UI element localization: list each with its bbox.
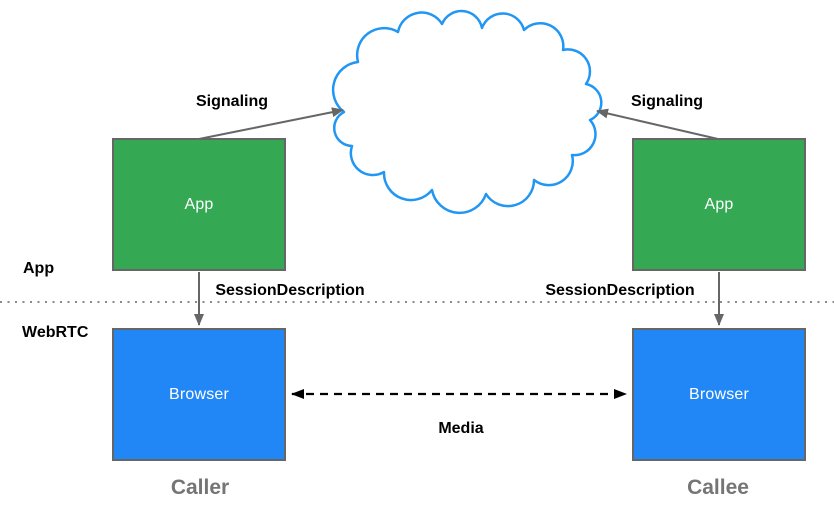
media-label: Media (438, 420, 484, 437)
caller-browser-box-label: Browser (168, 385, 230, 403)
signaling-arrow-left (198, 107, 344, 140)
signaling-label-right: Signaling (631, 93, 703, 110)
callee-caption: Callee (687, 476, 749, 499)
callee-app-box: App (632, 138, 806, 271)
caller-app-box-label: App (184, 195, 214, 213)
caller-caption: Caller (170, 476, 230, 499)
session-description-label-right: SessionDescription (545, 282, 695, 299)
callee-app-box-label: App (704, 195, 734, 213)
caller-app-box: App (112, 138, 286, 271)
signaling-cloud (331, 9, 603, 215)
signaling-arrow-right (596, 108, 719, 140)
app-layer-label: App (23, 260, 55, 277)
caller-browser-box: Browser (112, 328, 286, 461)
signaling-label-left: Signaling (196, 93, 268, 110)
session-description-label-left: SessionDescription (215, 282, 365, 299)
callee-browser-box: Browser (632, 328, 806, 461)
callee-browser-box-label: Browser (688, 385, 750, 403)
webrtc-layer-label: WebRTC (22, 324, 89, 341)
